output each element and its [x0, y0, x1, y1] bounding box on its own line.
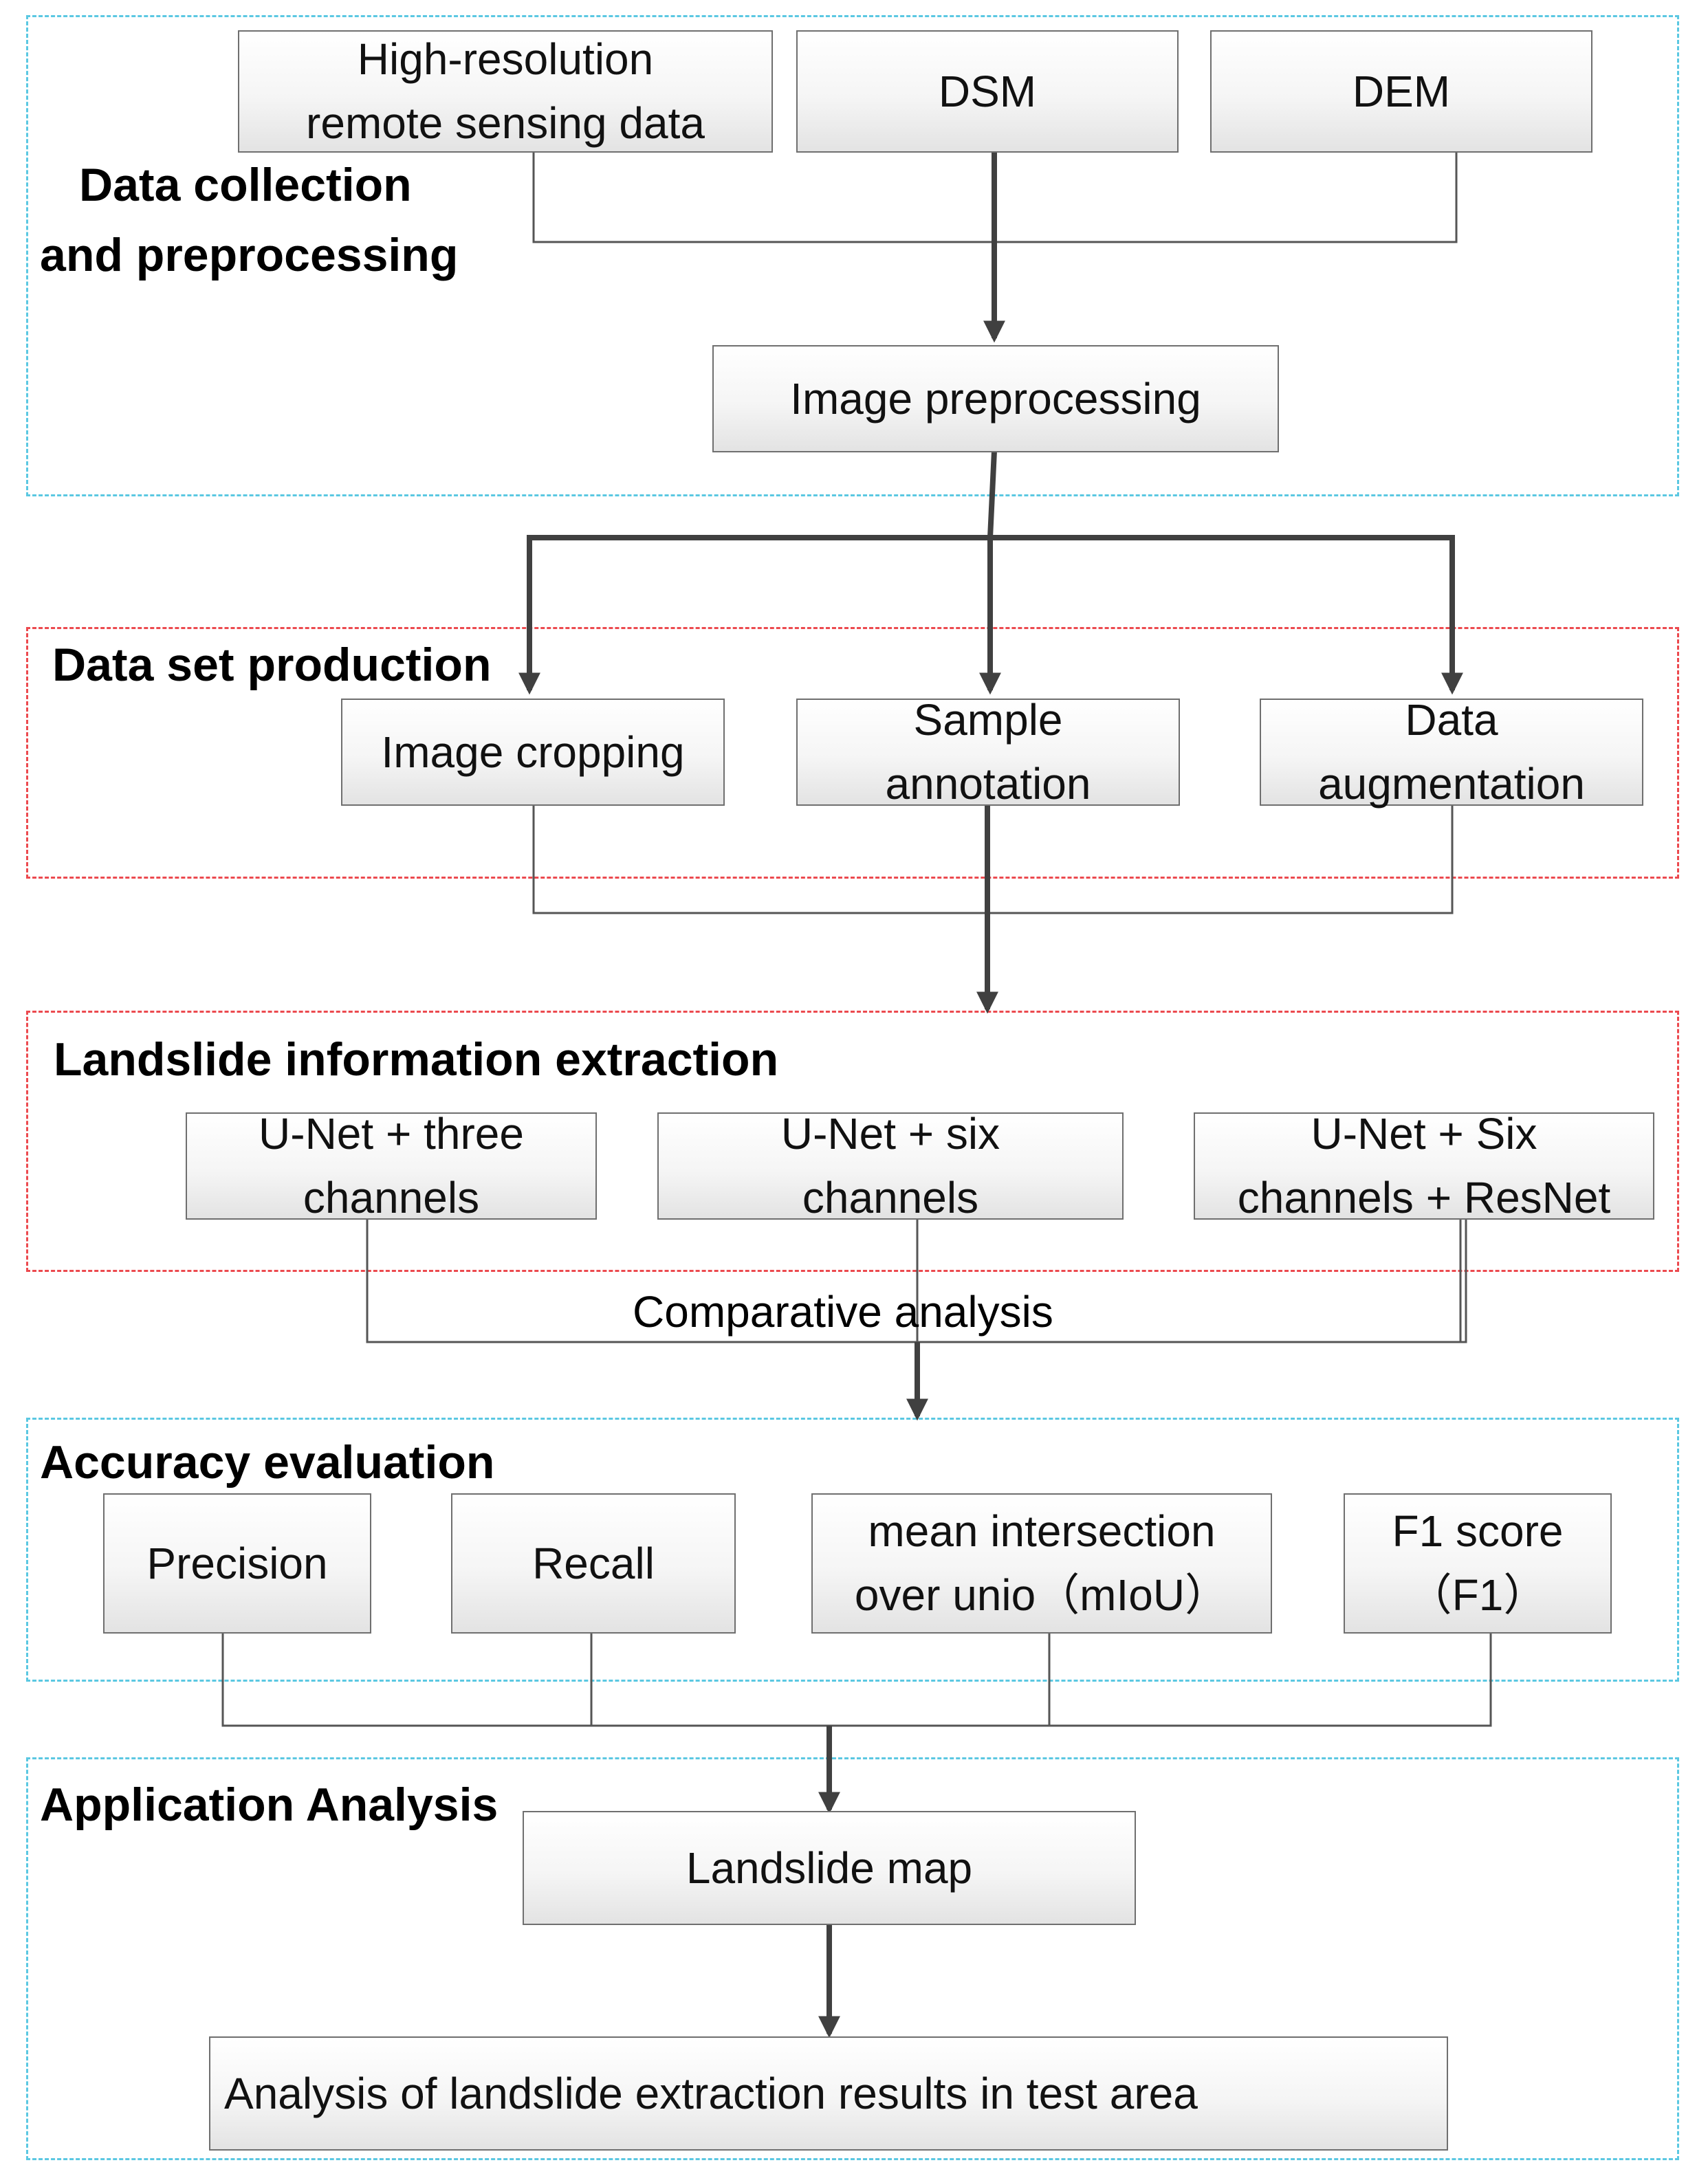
node-label: Precision: [146, 1538, 328, 1588]
section-title-application-analysis: Application Analysis: [40, 1779, 499, 1831]
node-label: Recall: [532, 1538, 655, 1588]
section-accuracy-evaluation: [26, 1418, 1679, 1682]
node-recall: Recall: [451, 1493, 736, 1634]
node-label: DEM: [1352, 66, 1451, 116]
node-label: U-Net + six channels: [780, 1109, 1000, 1222]
section-title-data-set-production: Data set production: [52, 639, 492, 691]
node-data-augmentation: Data augmentation: [1260, 695, 1643, 809]
accuracy-merge-lines: [221, 1634, 1492, 1727]
section-data-collection: [26, 15, 1679, 496]
dataset-merge-lines: [532, 806, 1454, 914]
node-sample-annotation: Sample annotation: [796, 695, 1180, 809]
section-title-accuracy-evaluation: Accuracy evaluation: [40, 1436, 495, 1488]
section-title-data-collection-line2: and preprocessing: [40, 229, 459, 281]
node-label: Landslide map: [686, 1843, 973, 1893]
node-unet-three-channels: U-Net + three channels: [186, 1109, 597, 1222]
node-label: Image preprocessing: [790, 373, 1201, 424]
node-image-cropping: Image cropping: [341, 699, 725, 806]
node-label: DSM: [938, 66, 1037, 116]
node-landslide-map: Landslide map: [523, 1811, 1136, 1925]
node-image-preprocessing: Image preprocessing: [712, 345, 1279, 452]
node-miou: mean intersection over unio（mIoU）: [811, 1493, 1272, 1634]
node-label: F1 score （F1）: [1392, 1506, 1564, 1620]
node-analysis-results: Analysis of landslide extraction results…: [209, 2036, 1448, 2151]
comparative-analysis-label: Comparative analysis: [633, 1287, 1053, 1337]
node-label: U-Net + three channels: [259, 1109, 524, 1222]
node-high-resolution-data: High-resolution remote sensing data: [238, 30, 773, 153]
section-application-analysis: [26, 1757, 1679, 2160]
node-f1-score: F1 score （F1）: [1344, 1493, 1612, 1634]
node-label: Analysis of landslide extraction results…: [224, 2068, 1198, 2118]
preprocessing-fanout: [529, 450, 1452, 540]
node-label: Sample annotation: [885, 695, 1091, 809]
section-landslide-extraction: [26, 1011, 1679, 1272]
node-label: mean intersection over unio（mIoU）: [854, 1506, 1229, 1620]
section-title-landslide-extraction: Landslide information extraction: [54, 1033, 779, 1086]
node-label: Image cropping: [381, 727, 685, 777]
section-data-set-production: [26, 627, 1679, 879]
node-dem: DEM: [1210, 30, 1592, 153]
node-label: Data augmentation: [1318, 695, 1585, 809]
section-title-data-collection: Data collection: [79, 159, 412, 211]
node-precision: Precision: [103, 1493, 371, 1634]
node-unet-six-channels: U-Net + six channels: [657, 1109, 1124, 1222]
node-label: U-Net + Six channels + ResNet: [1237, 1109, 1611, 1222]
node-unet-six-channels-resnet: U-Net + Six channels + ResNet: [1194, 1109, 1654, 1222]
node-label: High-resolution remote sensing data: [306, 34, 705, 148]
node-dsm: DSM: [796, 30, 1179, 153]
